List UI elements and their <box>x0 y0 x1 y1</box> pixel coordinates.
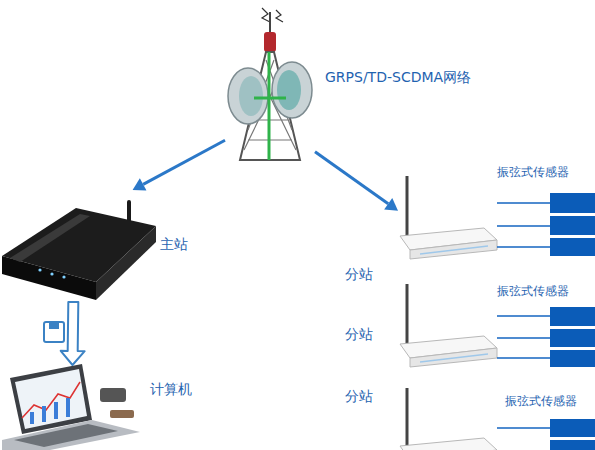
sub-router <box>400 284 497 367</box>
sub-router <box>400 176 497 259</box>
arrow-connector <box>315 152 398 211</box>
laptop-part <box>15 369 87 429</box>
radio-tower <box>228 8 312 160</box>
laptop-part <box>54 402 58 419</box>
laptop-part <box>66 398 70 417</box>
sub-station: 分站 <box>398 280 498 364</box>
sub-station: 分站 <box>398 382 498 450</box>
node-label: GRPS/TD-SCDMA网络 <box>325 68 471 86</box>
main-router-part <box>2 256 96 300</box>
label-holder: 振弦式传感器 <box>497 284 569 299</box>
radio-tower-part <box>239 76 263 116</box>
main-router-part <box>96 226 156 300</box>
main-router <box>2 200 156 300</box>
radio-tower-part <box>269 12 271 32</box>
arrow-line <box>315 152 388 204</box>
sub-router-part <box>410 348 497 367</box>
sensor-group-part <box>550 216 595 235</box>
laptop <box>2 364 140 450</box>
node-label: 分站 <box>345 387 373 405</box>
radio-tower-part <box>272 62 312 118</box>
radio-tower-part <box>277 70 301 110</box>
laptop-part <box>42 406 46 422</box>
laptop-part <box>110 410 134 418</box>
sub-router-part <box>406 176 409 238</box>
floppy-icon-part <box>44 322 64 342</box>
arrow-connector <box>61 302 85 365</box>
node-label: 主站 <box>160 235 188 253</box>
sensor-group-part <box>497 246 552 248</box>
sensor-label: 振弦式传感器 <box>505 394 577 409</box>
label-holder: 振弦式传感器 <box>505 394 577 409</box>
radio-tower-part <box>262 8 270 22</box>
sub-router-part <box>420 246 488 254</box>
sub-router-part <box>410 240 497 259</box>
sensor-group-part <box>497 337 552 339</box>
sensor-group-part <box>550 440 595 450</box>
main-router-part <box>50 272 53 275</box>
label-holder: 振弦式传感器 <box>497 165 569 180</box>
laptop-part <box>100 388 126 402</box>
main-station: 主站 <box>0 190 156 302</box>
laptop-part <box>14 424 118 447</box>
sub-router <box>400 388 497 450</box>
arrow-head <box>133 178 147 190</box>
main-router-part <box>38 268 41 271</box>
laptop-part <box>2 420 140 450</box>
sensor-group-part <box>550 193 595 213</box>
sensor-group-part <box>550 329 595 347</box>
floppy-icon-part <box>49 322 59 329</box>
sensor-group <box>497 419 595 450</box>
sub-router-part <box>420 354 488 362</box>
radio-tower-part <box>276 10 283 22</box>
sensor-group-part <box>550 419 595 437</box>
node-label: 分站 <box>345 325 373 343</box>
hollow-arrow <box>61 302 85 365</box>
radio-tower-part <box>264 32 276 52</box>
arrow-line <box>143 140 225 184</box>
sensor-group-part <box>550 350 595 367</box>
laptop-part <box>30 412 34 424</box>
sensor-group-part <box>497 357 552 359</box>
sensor-label: 振弦式传感器 <box>497 284 569 299</box>
sensor-group-part <box>550 307 595 326</box>
arrow-connector <box>133 140 225 190</box>
network-tower: GRPS/TD-SCDMA网络 <box>225 0 315 165</box>
radio-tower-part <box>254 97 286 100</box>
sensor-group-part <box>497 427 552 429</box>
main-router-part <box>62 275 65 278</box>
node-label: 分站 <box>345 265 373 283</box>
sensor-group-part <box>497 202 552 204</box>
sensor-group <box>497 307 595 367</box>
sensor-group-part <box>550 238 595 256</box>
sub-router-part <box>406 284 409 346</box>
radio-tower-part <box>268 52 271 160</box>
sensor-label: 振弦式传感器 <box>497 165 569 180</box>
sub-router-part <box>400 438 497 450</box>
arrow-head <box>384 198 398 211</box>
computer: 计算机 <box>0 365 145 450</box>
floppy-icon <box>44 322 64 342</box>
sensor-group <box>497 193 595 256</box>
node-label: 计算机 <box>150 380 192 398</box>
sub-station: 分站 <box>398 172 498 258</box>
sensor-group-part <box>497 225 552 227</box>
sub-router-part <box>406 388 409 448</box>
main-router-part <box>10 214 90 262</box>
radio-tower-part <box>228 68 268 124</box>
sensor-group-part <box>497 315 552 317</box>
